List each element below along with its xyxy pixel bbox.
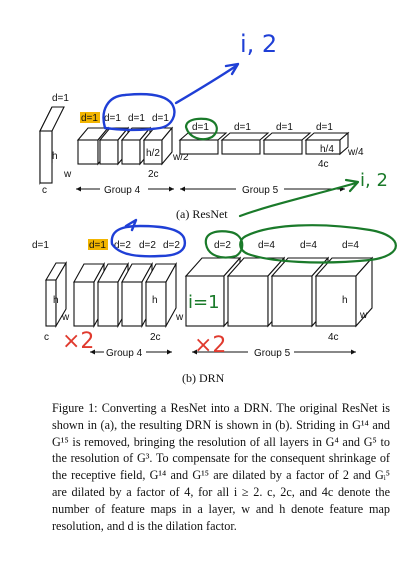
resnet-diagram: d=1 h w c d=1 d=1 d=1 d=1 h/2 w/2 2c (39, 30, 364, 221)
drn-2c-label: 2c (150, 332, 161, 343)
drn-g4-d1: d=1 (89, 240, 106, 251)
blue-circle-drn-group4 (110, 224, 187, 258)
drn-group4-highlight (88, 239, 108, 250)
drn-g5-d3: d=4 (300, 240, 317, 251)
resnet-g5-d2: d=1 (234, 122, 251, 133)
figure-caption: Figure 1: Converting a ResNet into a DRN… (52, 401, 390, 533)
resnet-input-block (39, 106, 65, 185)
resnet-g4-d4: d=1 (152, 113, 169, 124)
drn-w-label: w (61, 312, 70, 323)
resnet-group4-blocks (76, 126, 174, 166)
drn-g5-h-label: h (342, 295, 348, 306)
drn-diagram: d=1 h w c d=1 d=2 d=2 d=2 h w 2c (32, 170, 397, 385)
resnet-subcaption: (a) ResNet (176, 207, 228, 221)
green-note: i, 2 (360, 170, 388, 191)
drn-h-label: h (53, 295, 59, 306)
resnet-w-label: w (63, 169, 72, 180)
resnet-w4-label: w/4 (347, 147, 364, 158)
drn-group4-label: Group 4 (106, 348, 143, 359)
drn-c-label: c (44, 332, 49, 343)
green-circle-drn-d4 (239, 224, 397, 264)
red-x2-right: ×2 (194, 333, 226, 358)
drn-subcaption: (b) DRN (182, 371, 225, 385)
blue-circle-group4 (102, 92, 176, 132)
drn-input-block (45, 260, 67, 329)
drn-g4-h-label: h (152, 295, 158, 306)
resnet-group4-label: Group 4 (104, 185, 141, 196)
green-arrow-line (238, 181, 358, 218)
resnet-top-d: d=1 (52, 93, 69, 104)
drn-g4-d2: d=2 (114, 240, 131, 251)
drn-group4-blocks (73, 261, 177, 329)
resnet-4c-label: 4c (318, 159, 329, 170)
blue-note: i, 2 (240, 30, 277, 58)
resnet-h4-label: h/4 (320, 144, 334, 155)
resnet-g4-d3: d=1 (128, 113, 145, 124)
resnet-h2-label: h/2 (146, 148, 160, 159)
green-i1-note: i=1 (188, 292, 220, 313)
drn-group4-arrow (90, 349, 172, 355)
resnet-g4-d2: d=1 (104, 113, 121, 124)
resnet-2c-label: 2c (148, 169, 159, 180)
resnet-group4-arrow (76, 186, 174, 192)
drn-g5-d2: d=4 (258, 240, 275, 251)
resnet-w2-label: w/2 (172, 152, 189, 163)
drn-first-d: d=1 (32, 240, 49, 251)
drn-g5-w-label: w (359, 310, 368, 321)
green-circle-resnet (184, 117, 218, 141)
resnet-group5-label: Group 5 (242, 185, 279, 196)
resnet-g5-d3: d=1 (276, 122, 293, 133)
blue-arrow-head (224, 62, 240, 76)
resnet-c-label: c (42, 185, 47, 196)
blue-tick-drn (124, 218, 138, 232)
drn-4c-label: 4c (328, 332, 339, 343)
drn-group5-label: Group 5 (254, 348, 291, 359)
drn-g4-d3: d=2 (139, 240, 156, 251)
red-x2-left: ×2 (62, 329, 94, 354)
figure-diagram: d=1 h w c d=1 d=1 d=1 d=1 h/2 w/2 2c (32, 30, 397, 385)
green-circle-drn-d2 (204, 230, 244, 259)
resnet-g5-d4: d=1 (316, 122, 333, 133)
resnet-g4-d1: d=1 (81, 113, 98, 124)
resnet-h-label: h (52, 151, 58, 162)
drn-g4-w-label: w (175, 312, 184, 323)
resnet-group5-blocks (178, 131, 350, 156)
drn-g5-d1: d=2 (214, 240, 231, 251)
drn-g5-d4: d=4 (342, 240, 359, 251)
resnet-g5-d1: d=1 (192, 122, 209, 133)
drn-g4-d4: d=2 (163, 240, 180, 251)
blue-arrow-line (174, 64, 238, 105)
resnet-group4-highlight (80, 112, 100, 123)
drn-group5-arrow (192, 349, 356, 355)
green-arrow-head (344, 178, 360, 193)
